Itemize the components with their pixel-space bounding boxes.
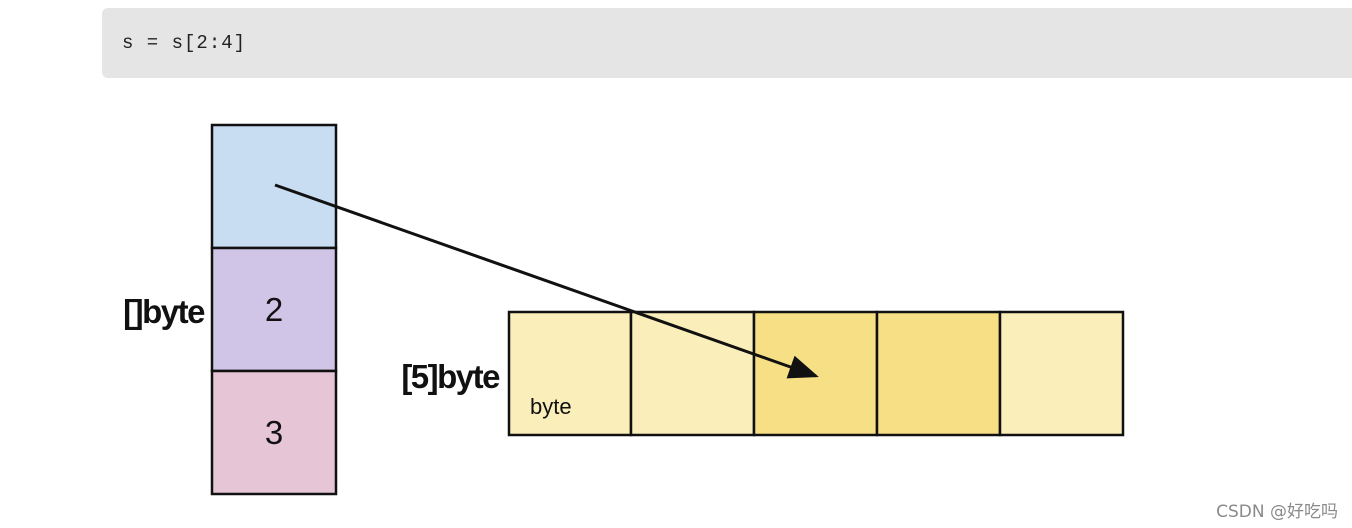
slice-cap-value: 3 (265, 414, 283, 451)
array-cell (629, 310, 756, 437)
slice-header: 2 3 (210, 123, 338, 496)
array-cell-label: byte (530, 394, 572, 419)
array-cell (752, 310, 879, 437)
slice-len-value: 2 (265, 291, 283, 328)
pointer-arrow (274, 183, 819, 379)
slice-len-cell (210, 246, 338, 373)
underlying-array: byte (507, 310, 1125, 437)
slice-cap-cell (210, 369, 338, 496)
code-line: s = s[2:4] (122, 32, 247, 54)
array-type-label: [5]byte (401, 358, 500, 395)
slice-type-label: []byte (123, 293, 205, 330)
slice-pointer-cell (210, 123, 338, 250)
watermark: CSDN @好吃吗 (1216, 502, 1338, 522)
array-cell (998, 310, 1125, 437)
array-cell (875, 310, 1002, 437)
code-block: s = s[2:4] (102, 8, 1352, 78)
